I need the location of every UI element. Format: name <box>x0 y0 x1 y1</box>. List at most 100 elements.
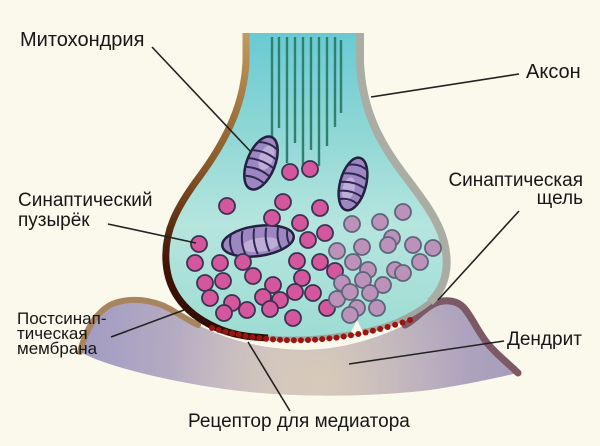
synaptic-vesicle <box>264 276 282 294</box>
synaptic-vesicle <box>368 299 386 317</box>
receptor-dot <box>263 335 270 342</box>
receptor-dot <box>277 336 283 343</box>
synaptic-vesicle <box>353 238 371 256</box>
synaptic-vesicle <box>404 236 422 254</box>
synaptic-vesicle <box>284 309 302 327</box>
synaptic-vesicle <box>328 242 346 260</box>
mitochondrion <box>243 135 279 191</box>
label-postsynaptic-membrane: Постсинап- тическая мембрана <box>17 309 107 358</box>
pointer-line-synaptic-vesicle <box>107 223 197 244</box>
synaptic-vesicle <box>299 231 317 249</box>
synaptic-vesicle <box>371 213 389 231</box>
receptor-dot <box>348 332 354 339</box>
receptor-dot <box>229 330 236 337</box>
receptor-dot <box>407 317 413 323</box>
pointer-line-receptor <box>247 341 291 412</box>
synaptic-vesicle <box>411 253 429 271</box>
synaptic-vesicle <box>311 199 329 217</box>
receptor-dot <box>256 335 263 341</box>
pointer-line-postsynaptic-membrane <box>110 309 185 338</box>
synaptic-vesicle <box>344 253 362 271</box>
receptor-dot <box>392 321 399 328</box>
synaptic-vesicle <box>234 253 252 271</box>
vesicles-group <box>186 160 442 327</box>
synaptic-vesicle <box>261 300 279 318</box>
synaptic-vesicle <box>244 267 262 285</box>
label-axon: Аксон <box>526 61 581 83</box>
receptor-dot <box>297 337 304 344</box>
label-synaptic-vesicle: Синаптический пузырёк <box>18 190 153 231</box>
receptor-dot <box>326 335 333 342</box>
receptor-dot <box>242 333 249 339</box>
synaptic-vesicle <box>281 163 299 181</box>
synaptic-vesicle <box>316 224 334 242</box>
pointer-line-axon <box>370 73 520 98</box>
receptor-dot <box>319 336 326 343</box>
label-dendrite: Дендрит <box>507 329 582 350</box>
synaptic-vesicle <box>211 254 229 272</box>
synaptic-vesicle <box>424 239 442 257</box>
microtubules-group <box>270 37 343 168</box>
synaptic-vesicle <box>311 253 329 271</box>
receptor-dot <box>270 336 276 343</box>
synaptic-vesicle <box>343 215 361 233</box>
synaptic-vesicle <box>215 304 233 322</box>
synaptic-vesicle <box>291 214 309 232</box>
receptor-dot <box>222 328 229 335</box>
mitochondrion <box>337 156 369 212</box>
synaptic-vesicle <box>394 264 412 282</box>
synaptic-vesicle <box>214 272 232 290</box>
pointer-lines <box>107 46 520 412</box>
receptor-dot <box>215 326 222 333</box>
receptor-dot <box>283 337 290 344</box>
synaptic-vesicle <box>394 203 412 221</box>
receptor-dots <box>209 317 413 344</box>
dendrite-shape <box>77 296 522 396</box>
receptor-dot <box>290 337 297 344</box>
receptor-dot <box>305 337 311 343</box>
synaptic-vesicle <box>341 283 359 301</box>
synaptic-vesicle <box>196 274 214 292</box>
receptor-dot <box>340 333 347 340</box>
receptor-dot <box>384 324 391 330</box>
receptor-dot <box>355 331 362 337</box>
synaptic-vesicle <box>288 252 306 270</box>
synaptic-vesicle <box>301 160 319 178</box>
label-receptor: Рецептор для медиатора <box>188 411 410 432</box>
synaptic-vesicle <box>379 236 397 254</box>
synaptic-vesicle <box>374 276 392 294</box>
receptor-dot <box>333 334 340 341</box>
membrane-fusion-notch <box>350 320 364 334</box>
receptor-dot <box>369 327 376 334</box>
receptor-dot <box>399 319 406 326</box>
synaptic-vesicle <box>186 254 204 272</box>
pointer-line-synaptic-cleft <box>437 210 520 301</box>
pointer-line-dendrite <box>348 340 505 365</box>
synaptic-vesicle <box>286 283 304 301</box>
synaptic-vesicle <box>304 284 322 302</box>
receptor-dot <box>377 326 384 332</box>
synaptic-vesicle <box>341 306 359 324</box>
synaptic-vesicle <box>274 193 292 211</box>
mitochondria-group <box>221 135 369 258</box>
synaptic-vesicle <box>201 289 219 307</box>
receptor-dot <box>312 336 319 343</box>
mitochondrion <box>221 224 295 258</box>
receptor-dot <box>209 325 215 331</box>
receptor-dot <box>362 329 369 336</box>
label-synaptic-cleft: Синаптическая щель <box>448 170 583 209</box>
dendrite-border-right <box>401 297 522 377</box>
synaptic-vesicle <box>263 209 281 227</box>
receptor-dot <box>235 331 242 338</box>
axon-membrane-right <box>356 33 451 305</box>
synaptic-vesicle <box>190 235 208 253</box>
synaptic-vesicle <box>361 284 379 302</box>
label-mitochondria: Митохондрия <box>20 29 145 51</box>
synaptic-vesicle <box>218 197 236 215</box>
synaptic-vesicle <box>293 269 311 287</box>
synaptic-vesicle <box>238 301 256 319</box>
pointer-line-mitochondria <box>151 46 252 153</box>
receptor-dot <box>249 334 256 341</box>
